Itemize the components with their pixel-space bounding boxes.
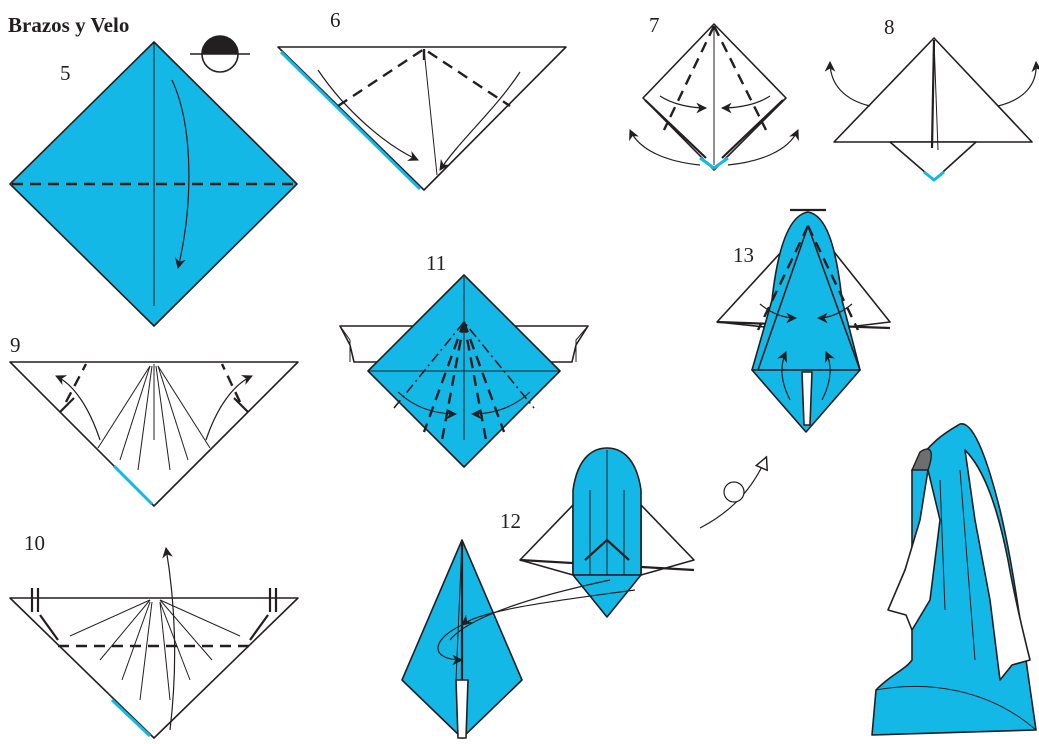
step-7: 7 [630, 13, 798, 170]
step-10: 10 [10, 531, 298, 738]
lower-point [573, 575, 641, 617]
diagram-title: Brazos y Velo [8, 13, 129, 37]
triangle [278, 47, 566, 190]
step-number-13: 13 [733, 243, 754, 267]
step-number-6: 6 [330, 8, 341, 32]
step-number-5: 5 [60, 61, 71, 85]
fold-arrow [998, 62, 1036, 106]
step-8: 8 [830, 15, 1036, 180]
turn-over-icon [724, 482, 744, 502]
step-number-11: 11 [426, 251, 446, 275]
step-number-8: 8 [884, 15, 895, 39]
flip-over-icon [190, 36, 250, 72]
triangle [10, 598, 298, 738]
step-number-7: 7 [649, 13, 660, 37]
step-9: 9 [10, 333, 298, 506]
fold-arrow [830, 62, 870, 106]
right-wing [641, 505, 694, 575]
kite-gap [456, 680, 468, 738]
step-number-9: 9 [10, 333, 21, 357]
center-slit [802, 372, 812, 425]
left-wing [520, 505, 573, 575]
step-6: 6 [278, 8, 566, 190]
step-12: 12 [402, 448, 766, 738]
step-number-12: 12 [500, 509, 521, 533]
finished-model [872, 424, 1036, 735]
step-number-10: 10 [24, 531, 45, 555]
step-11: 11 [340, 251, 588, 467]
step-5: 5 [10, 42, 297, 326]
step-13: 13 [717, 210, 890, 432]
hood-shadow [912, 449, 931, 470]
